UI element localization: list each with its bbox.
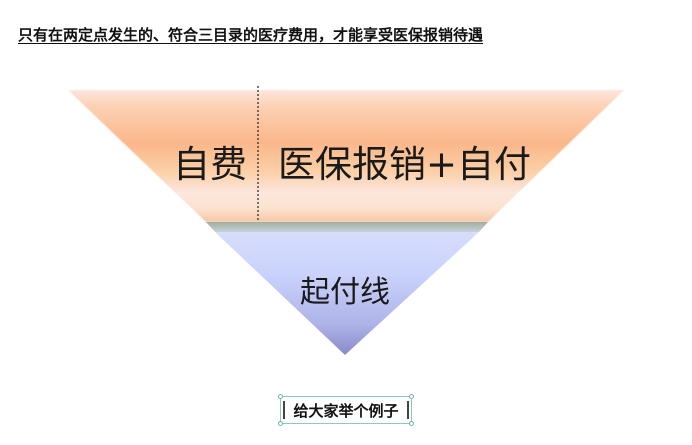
resize-handle-bottom-left[interactable] [278,421,283,426]
self-pay-label: 自费 [173,143,247,186]
resize-handle-top-left[interactable] [278,394,283,399]
divider-band [206,222,488,232]
lower-band-area [215,232,479,355]
resize-handle-top-right[interactable] [409,394,414,399]
example-text-box[interactable]: 给大家举个例子 [278,394,414,426]
insurance-label: 医保报销+自付 [278,143,532,186]
heading-text: 只有在两定点发生的、符合三目录的医疗费用，才能享受医保报销待遇 [18,26,484,44]
upper-band-area [68,90,624,222]
deductible-label: 起付线 [300,275,390,310]
resize-handle-bottom-right[interactable] [409,421,414,426]
example-text: 给大家举个例子 [293,401,399,420]
